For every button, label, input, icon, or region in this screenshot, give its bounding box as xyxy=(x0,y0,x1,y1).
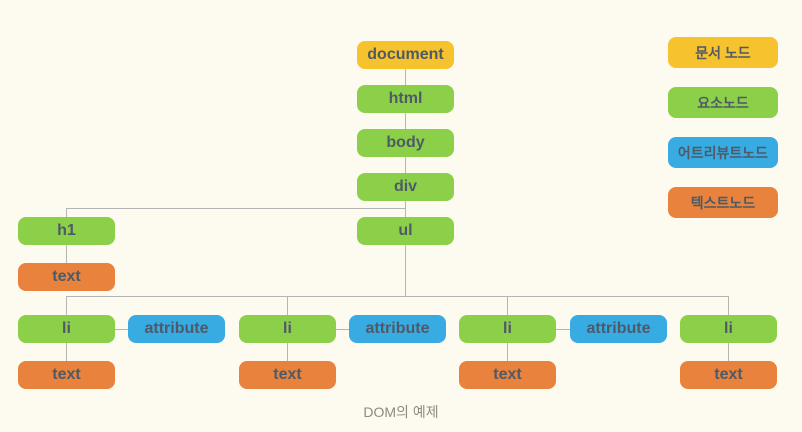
legend-attribute-node: 어트리뷰트노드 xyxy=(668,137,778,168)
tree-node-li-text-4: text xyxy=(680,361,777,389)
connector-document-html xyxy=(405,69,406,85)
tree-node-attribute-2: attribute xyxy=(349,315,446,343)
connector-div-children-rail xyxy=(66,208,406,209)
tree-node-div: div xyxy=(357,173,454,201)
tree-node-attribute-1: attribute xyxy=(128,315,225,343)
tree-node-li-3: li xyxy=(459,315,556,343)
connector-li3-text xyxy=(507,343,508,361)
tree-node-html: html xyxy=(357,85,454,113)
connector-rail-h1 xyxy=(66,208,67,217)
connector-div-ul xyxy=(405,201,406,217)
connector-rail-li-3 xyxy=(507,296,508,315)
connector-h1-text xyxy=(66,245,67,263)
connector-body-div xyxy=(405,157,406,173)
connector-li4-text xyxy=(728,343,729,361)
tree-node-li-4: li xyxy=(680,315,777,343)
connector-li1-text xyxy=(66,343,67,361)
connector-li1-attribute xyxy=(115,329,128,330)
connector-rail-li-1 xyxy=(66,296,67,315)
tree-node-li-text-3: text xyxy=(459,361,556,389)
connector-li2-attribute xyxy=(336,329,349,330)
tree-node-li-text-1: text xyxy=(18,361,115,389)
connector-html-body xyxy=(405,113,406,129)
connector-li2-text xyxy=(287,343,288,361)
tree-node-attribute-3: attribute xyxy=(570,315,667,343)
connector-ul-rail xyxy=(405,245,406,296)
tree-node-h1: h1 xyxy=(18,217,115,245)
tree-node-h1-text: text xyxy=(18,263,115,291)
tree-node-ul: ul xyxy=(357,217,454,245)
tree-node-li-text-2: text xyxy=(239,361,336,389)
legend-text-node: 텍스트노드 xyxy=(668,187,778,218)
connector-rail-li-2 xyxy=(287,296,288,315)
tree-node-body: body xyxy=(357,129,454,157)
legend-element-node: 요소노드 xyxy=(668,87,778,118)
tree-node-document: document xyxy=(357,41,454,69)
tree-node-li-1: li xyxy=(18,315,115,343)
diagram-caption: DOM의 예제 xyxy=(363,404,439,420)
connector-ul-children-rail xyxy=(66,296,729,297)
connector-li3-attribute xyxy=(556,329,570,330)
connector-rail-li-4 xyxy=(728,296,729,315)
legend-document-node: 문서 노드 xyxy=(668,37,778,68)
tree-node-li-2: li xyxy=(239,315,336,343)
